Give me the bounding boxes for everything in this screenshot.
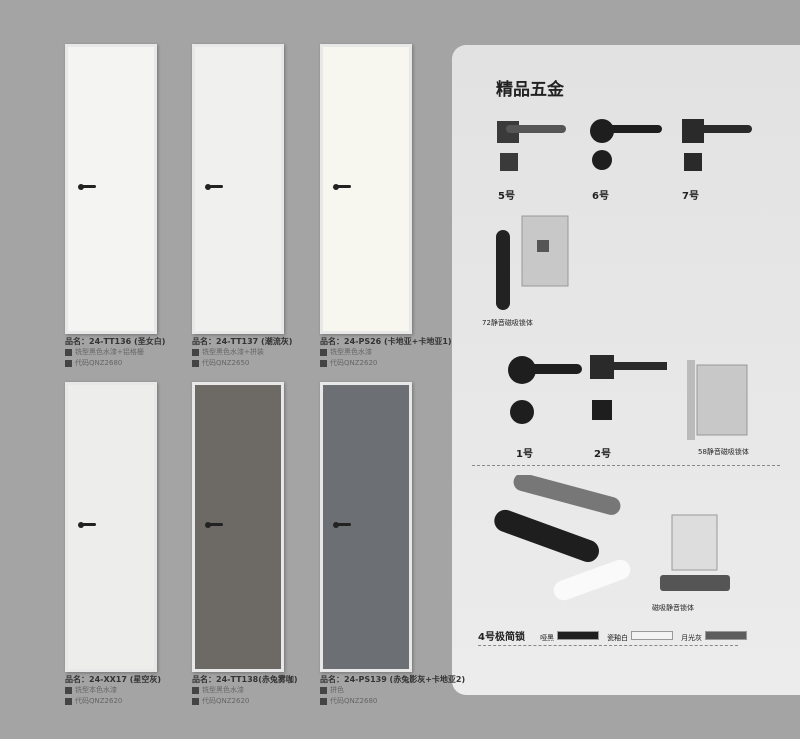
door-code: 代码QNZ2620 [330, 359, 378, 367]
door-panel [327, 389, 405, 669]
handle-4-title: 4号极简锁 [478, 632, 525, 643]
door-lever-icon [337, 523, 351, 527]
code-icon [65, 697, 72, 705]
door-caption: 品名：24-PS26 (卡地亚+卡地亚1) 铣型黑色水漆 代码QNZ2620 [320, 336, 452, 369]
handle-7-label: 7号 [682, 191, 699, 202]
hardware-title: 精品五金 [496, 80, 564, 100]
code-icon [320, 697, 327, 705]
finish-label: 月光灰 [681, 634, 703, 642]
door-name: 品名：24-TT137 (潮流灰) [192, 337, 293, 346]
finish-swatch [705, 631, 748, 640]
door-handle-icon [333, 184, 339, 191]
door-image [65, 382, 157, 672]
finish-label: 哑黑 [540, 634, 555, 642]
door-name: 品名：24-TT138(赤兔雾咖) [192, 675, 298, 684]
lever-handles-5-6-7-image [497, 119, 752, 171]
door-handle-icon [78, 184, 84, 191]
magnetic-lock-label: 磁吸静音锁体 [652, 604, 694, 612]
handle-5-label: 5号 [498, 191, 515, 202]
door-lever-icon [209, 523, 223, 527]
door-lever-icon [209, 185, 223, 189]
process-icon [320, 348, 327, 356]
door-process: 拼色 [330, 686, 344, 694]
door-lever-icon [82, 523, 96, 527]
door-image [320, 44, 412, 334]
door-handle-icon [205, 522, 211, 529]
door-image [320, 382, 412, 672]
handle-1-label: 1号 [516, 449, 533, 460]
door-name: 品名：24-XX17 (星空灰) [65, 675, 162, 684]
finish-label: 瓷釉白 [607, 634, 629, 642]
door-image [65, 44, 157, 334]
lock-72-label: 72静音磁吸锁体 [482, 319, 533, 327]
door-panel [199, 389, 277, 669]
door-process: 铣型黑色水漆+拼装 [202, 348, 264, 356]
door-process: 铣型黑色水漆 [330, 348, 372, 356]
lock-58-label: 58静音磁吸锁体 [698, 448, 749, 456]
handle-4-finishes: 4号极简锁 哑黑 瓷釉白 月光灰 [478, 625, 755, 644]
code-icon [65, 359, 72, 367]
door-panel [327, 51, 405, 331]
door-code: 代码QNZ2680 [75, 359, 123, 367]
door-name: 品名：24-PS139 (赤兔影灰+卡地亚2) [320, 675, 466, 684]
door-caption: 品名：24-TT137 (潮流灰) 铣型黑色水漆+拼装 代码QNZ2650 [192, 336, 314, 369]
process-icon [192, 348, 199, 356]
process-icon [65, 348, 72, 356]
handle-4-and-magnetic-lock-image [494, 475, 730, 601]
lock-body-72-image [496, 215, 569, 310]
door-process: 铣型黑色水漆 [202, 686, 244, 694]
door-image [192, 382, 284, 672]
door-code: 代码QNZ2620 [202, 697, 250, 705]
door-handle-icon [205, 184, 211, 191]
door-process: 铣型本色水漆 [75, 686, 117, 694]
door-panel [72, 51, 150, 331]
door-name: 品名：24-TT136 (圣女白) [65, 337, 166, 346]
door-lever-icon [82, 185, 96, 189]
finish-swatch [631, 631, 674, 640]
handle-6-label: 6号 [592, 191, 609, 202]
code-icon [320, 359, 327, 367]
code-icon [192, 697, 199, 705]
door-handle-icon [78, 522, 84, 529]
door-panel [199, 51, 277, 331]
door-code: 代码QNZ2680 [330, 697, 378, 705]
door-panel [72, 389, 150, 669]
door-caption: 品名：24-TT138(赤兔雾咖) 铣型黑色水漆 代码QNZ2620 [192, 674, 314, 707]
handle-2-label: 2号 [594, 449, 611, 460]
door-code: 代码QNZ2620 [75, 697, 123, 705]
divider [472, 465, 780, 466]
divider [478, 645, 738, 646]
door-handle-icon [333, 522, 339, 529]
door-name: 品名：24-PS26 (卡地亚+卡地亚1) [320, 337, 452, 346]
door-image [192, 44, 284, 334]
code-icon [192, 359, 199, 367]
door-lever-icon [337, 185, 351, 189]
door-caption: 品名：24-TT136 (圣女白) 铣型黑色水漆+铝格栅 代码QNZ2680 [65, 336, 187, 369]
finish-swatch [557, 631, 600, 640]
door-caption: 品名：24-XX17 (星空灰) 铣型本色水漆 代码QNZ2620 [65, 674, 187, 707]
process-icon [320, 686, 327, 694]
door-caption: 品名：24-PS139 (赤兔影灰+卡地亚2) 拼色 代码QNZ2680 [320, 674, 466, 707]
door-process: 铣型黑色水漆+铝格栅 [75, 348, 144, 356]
process-icon [65, 686, 72, 694]
hardware-panel: 精品五金 5号 6号 7号 72静音磁吸锁体 1号 2号 58静音磁吸锁体 磁吸… [452, 45, 800, 695]
process-icon [192, 686, 199, 694]
door-code: 代码QNZ2650 [202, 359, 250, 367]
lever-handles-1-2-lock58-image [508, 355, 748, 440]
